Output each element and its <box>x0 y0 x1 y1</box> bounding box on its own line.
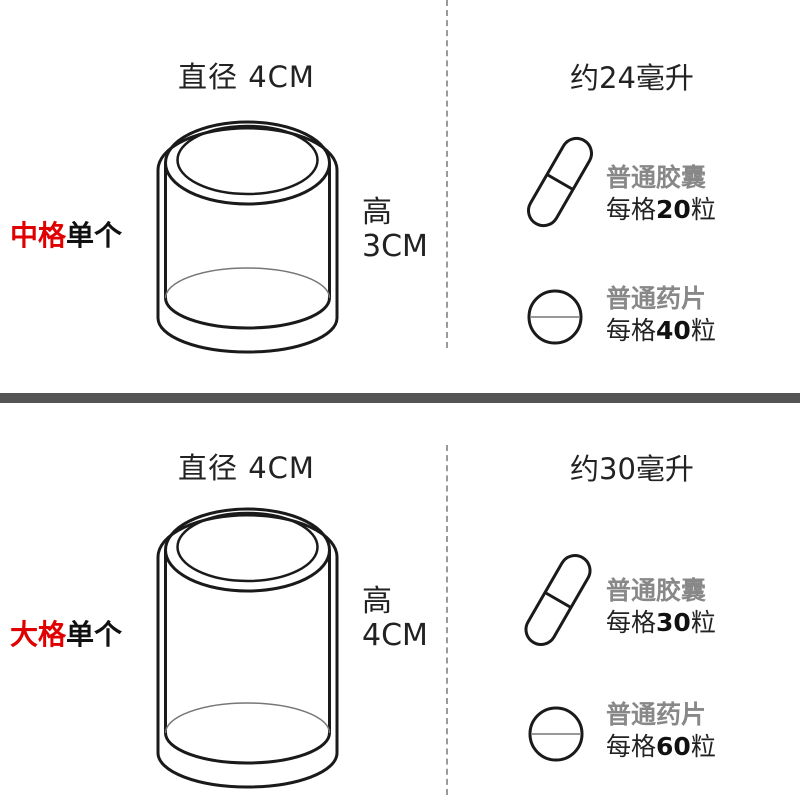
capsule-count-number: 20 <box>656 195 691 224</box>
size-label-rest: 单个 <box>66 219 123 252</box>
capsule-icon <box>527 136 593 228</box>
capsule-count-unit: 粒 <box>690 608 716 637</box>
capsule-info: 普通胶囊 每格30粒 <box>606 575 716 639</box>
volume-label: 约30毫升 <box>570 452 694 486</box>
dashed-separator <box>446 445 448 795</box>
capsule-count-prefix: 每格 <box>606 195 657 224</box>
tablet-count-prefix: 每格 <box>606 316 657 345</box>
dashed-separator <box>446 0 448 348</box>
size-label-highlight: 中格 <box>10 219 67 252</box>
capsule-icon <box>524 554 592 646</box>
tablet-icon <box>528 706 584 762</box>
size-label: 中格单个 <box>10 214 122 254</box>
capsule-info: 普通胶囊 每格20粒 <box>606 162 716 226</box>
size-label-highlight: 大格 <box>10 618 67 651</box>
height-value: 4CM <box>362 618 428 653</box>
diameter-label: 直径 4CM <box>178 451 315 485</box>
cylinder-container-icon <box>156 507 339 789</box>
cylinder-container-icon <box>156 120 339 354</box>
tablet-count-unit: 粒 <box>690 732 716 761</box>
capsule-count-unit: 粒 <box>690 195 716 224</box>
height-label: 高 3CM <box>362 196 428 264</box>
height-label-text: 高 <box>362 195 392 230</box>
tablet-count-prefix: 每格 <box>606 732 657 761</box>
section-divider <box>0 393 800 403</box>
capsule-count-line: 每格30粒 <box>606 607 716 639</box>
diameter-label: 直径 4CM <box>178 60 315 94</box>
size-label-rest: 单个 <box>66 618 123 651</box>
height-value: 3CM <box>362 229 428 264</box>
tablet-count-line: 每格60粒 <box>606 731 716 763</box>
tablet-count-unit: 粒 <box>690 316 716 345</box>
tablet-info: 普通药片 每格60粒 <box>606 699 716 763</box>
tablet-name: 普通药片 <box>606 700 707 729</box>
height-label-text: 高 <box>362 584 392 619</box>
medium-compartment-panel: 直径 4CM 约24毫升 中格单个 高 3CM 普通胶囊 每格20粒 <box>0 0 800 395</box>
volume-label: 约24毫升 <box>570 61 694 95</box>
capsule-name: 普通胶囊 <box>606 576 707 605</box>
tablet-count-line: 每格40粒 <box>606 315 716 347</box>
size-label: 大格单个 <box>10 613 122 653</box>
capsule-count-prefix: 每格 <box>606 608 657 637</box>
tablet-count-number: 40 <box>656 316 691 345</box>
tablet-name: 普通药片 <box>606 284 707 313</box>
tablet-count-number: 60 <box>656 732 691 761</box>
capsule-name: 普通胶囊 <box>606 163 707 192</box>
large-compartment-panel: 直径 4CM 约30毫升 大格单个 高 4CM 普通胶囊 每格30粒 <box>0 405 800 800</box>
tablet-info: 普通药片 每格40粒 <box>606 283 716 347</box>
capsule-count-line: 每格20粒 <box>606 194 716 226</box>
tablet-icon <box>527 289 583 345</box>
capsule-count-number: 30 <box>656 608 691 637</box>
height-label: 高 4CM <box>362 585 428 653</box>
